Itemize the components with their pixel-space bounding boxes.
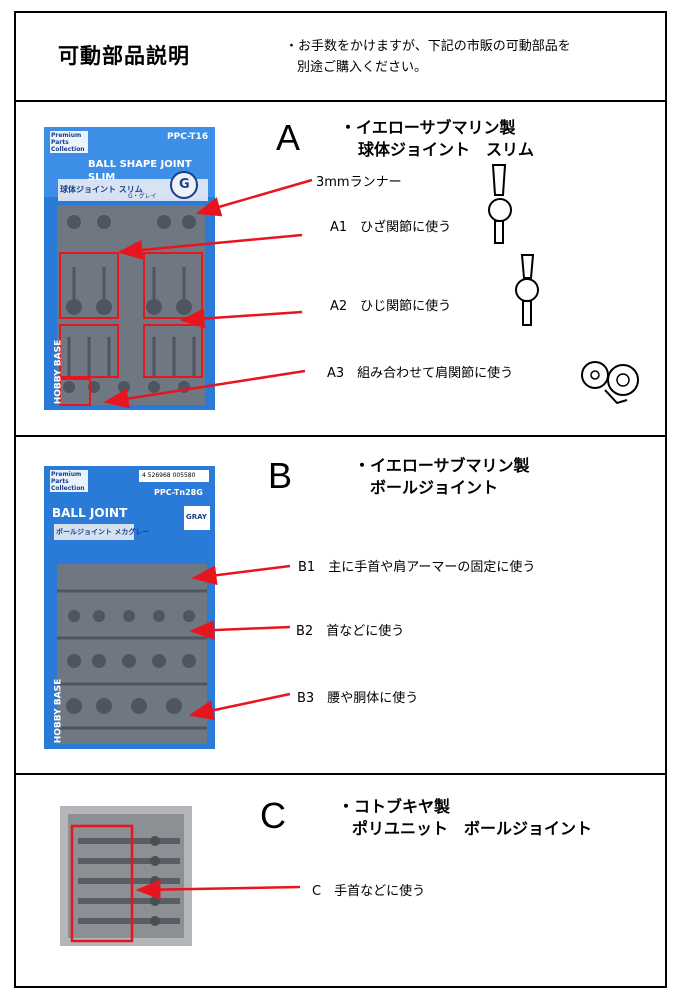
item-a2-label: A2 ひじ関節に使う xyxy=(330,299,452,314)
shoulder-joint-a3-icon xyxy=(581,361,639,405)
package-b-brand: Premium Parts Collection xyxy=(51,471,85,492)
arrow-c xyxy=(135,879,301,900)
package-a-color: G・グレイ xyxy=(128,193,157,200)
package-b-photo: Premium Parts Collection 4 526968 005580… xyxy=(44,466,215,749)
package-a-name-en-2: SLIM xyxy=(88,172,116,183)
section-a-maker-line1: ・イエローサブマリン製 xyxy=(340,118,516,137)
section-divider xyxy=(14,773,667,775)
page-title: 可動部品説明 xyxy=(58,44,190,68)
package-a-photo: Premium Parts Collection PPC-T16 BALL SH… xyxy=(44,127,215,410)
purchase-note-line2: 別途ご購入ください。 xyxy=(297,60,428,75)
ball-joint-a2-icon xyxy=(515,254,539,326)
item-a3-label: A3 組み合わせて肩関節に使う xyxy=(327,366,514,381)
runner-label: 3mmランナー xyxy=(316,175,402,190)
section-divider xyxy=(14,100,667,102)
section-c-maker-line1: ・コトブキヤ製 xyxy=(338,797,451,816)
section-divider xyxy=(14,435,667,437)
package-a-name-en-1: BALL SHAPE JOINT xyxy=(88,159,192,170)
section-b-maker-line2: ボールジョイント xyxy=(370,478,499,497)
arrow-b1 xyxy=(191,564,291,586)
package-b-name-en: BALL JOINT xyxy=(52,506,128,520)
arrow-a1 xyxy=(117,233,303,260)
ball-joint-a1-icon xyxy=(488,164,512,244)
package-a-brand: Premium Parts Collection xyxy=(51,132,85,153)
arrow-a2 xyxy=(179,308,303,329)
item-a1-label: A1 ひざ関節に使う xyxy=(330,220,452,235)
arrow-a3 xyxy=(103,369,306,409)
package-a-name-jp: 球体ジョイント スリム xyxy=(60,185,143,194)
section-b-letter: B xyxy=(268,455,293,496)
section-c-letter: C xyxy=(260,795,286,836)
package-a-badge: G xyxy=(179,177,190,192)
arrow-b3 xyxy=(188,692,291,721)
package-b-barcode: 4 526968 005580 xyxy=(142,472,196,479)
item-b2-label: B2 首などに使う xyxy=(296,624,405,639)
item-b1-label: B1 主に手首や肩アーマーの固定に使う xyxy=(298,560,536,575)
package-b-name-jp: ボールジョイント メカグレー xyxy=(56,528,150,536)
package-a-code: PPC-T16 xyxy=(167,132,209,142)
package-c-photo xyxy=(60,806,192,946)
section-a-maker-line2: 球体ジョイント スリム xyxy=(358,140,535,159)
package-b-badge: GRAY xyxy=(186,513,207,521)
package-b-code: PPC-Tn28G xyxy=(154,488,203,497)
section-c-maker-line2: ポリユニット ボールジョイント xyxy=(352,819,593,838)
section-a-letter: A xyxy=(276,117,301,158)
arrow-runner xyxy=(195,178,313,217)
purchase-note-line1: ・お手数をかけますが、下記の市販の可動部品を xyxy=(285,39,571,54)
section-b-maker-line1: ・イエローサブマリン製 xyxy=(354,456,530,475)
page-frame xyxy=(14,11,667,988)
item-c-label: C 手首などに使う xyxy=(312,884,426,899)
item-b3-label: B3 腰や胴体に使う xyxy=(297,691,419,706)
arrow-b2 xyxy=(189,620,291,641)
